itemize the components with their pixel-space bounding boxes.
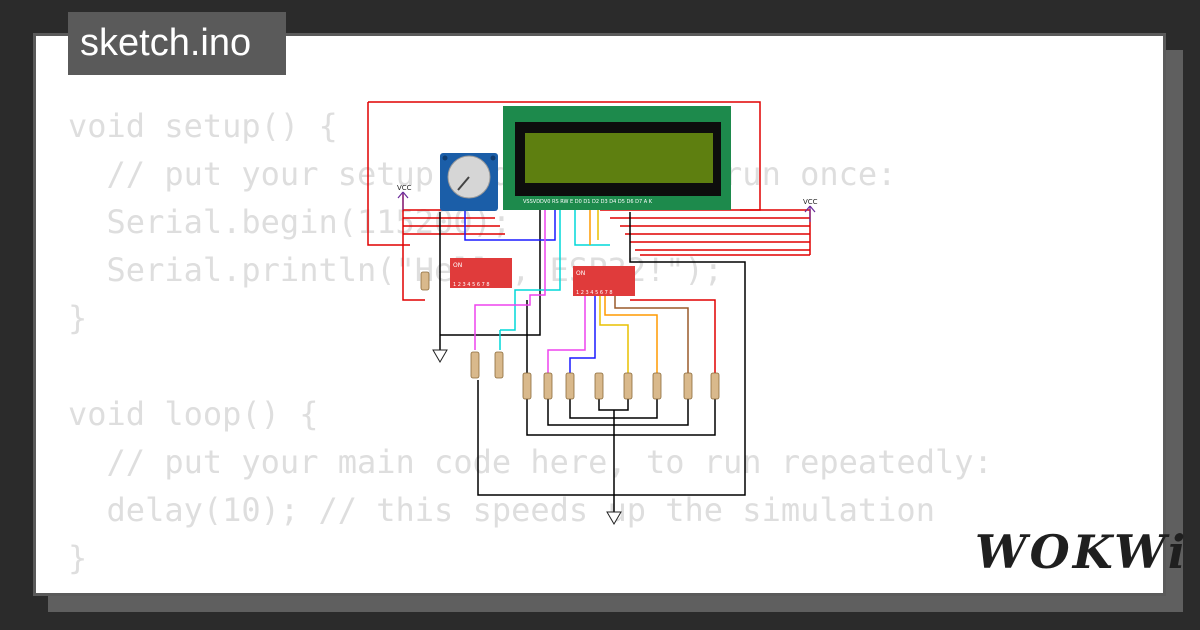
code-line: } xyxy=(68,299,88,337)
svg-text:1 2 3 4 5 6 7 8: 1 2 3 4 5 6 7 8 xyxy=(453,282,490,288)
wires-black xyxy=(439,210,746,515)
svg-text:ON: ON xyxy=(576,270,585,277)
code-line: } xyxy=(68,539,88,577)
wokwi-logo: WOKWi xyxy=(975,525,1189,579)
svg-text:1 2 3 4 5 6 7 8: 1 2 3 4 5 6 7 8 xyxy=(576,290,613,296)
lcd-pin-labels: VSSVDDV0 RS RW E D0 D1 D2 D3 D4 D5 D6 D7… xyxy=(523,199,653,205)
vcc-left-symbol xyxy=(397,191,409,210)
vcc-left-label: VCC xyxy=(397,184,412,192)
wires-pink xyxy=(474,205,586,375)
vcc-right-label: VCC xyxy=(803,198,818,206)
project-title: sketch.ino xyxy=(68,12,286,75)
wires-cyan xyxy=(499,200,610,350)
svg-text:ON: ON xyxy=(453,262,462,269)
ground-symbol-left xyxy=(432,349,448,363)
dip-switch-left[interactable]: ON 1 2 3 4 5 6 7 8 xyxy=(450,258,512,288)
resistors xyxy=(420,271,720,400)
wires-orange-yellow xyxy=(589,205,689,375)
dip-switch-right[interactable]: ON 1 2 3 4 5 6 7 8 xyxy=(573,266,635,296)
code-line: void loop() { xyxy=(68,395,319,433)
wires-blue xyxy=(464,200,596,375)
vcc-right-symbol xyxy=(804,205,816,222)
code-line: // put your main code here, to run repea… xyxy=(68,443,993,481)
code-line: void setup() { xyxy=(68,107,338,145)
ground-symbol-bottom xyxy=(606,511,622,525)
code-line: delay(10); // this speeds up the simulat… xyxy=(68,491,935,529)
lcd-display: VSSVDDV0 RS RW E D0 D1 D2 D3 D4 D5 D6 D7… xyxy=(503,106,731,210)
potentiometer[interactable] xyxy=(440,153,498,211)
